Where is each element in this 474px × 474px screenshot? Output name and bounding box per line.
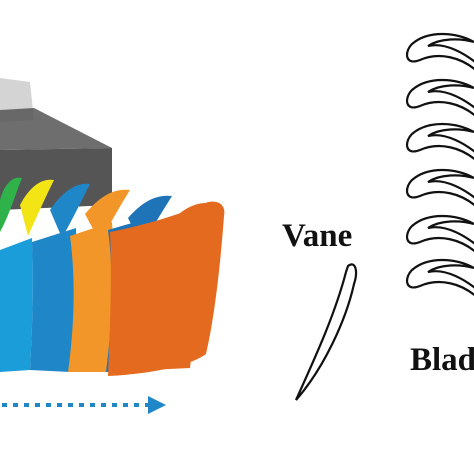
blade-profile-2 xyxy=(405,79,474,117)
flow-arrow-head xyxy=(148,396,166,414)
blade-profile-6 xyxy=(405,259,474,297)
vane-body-3 xyxy=(30,228,77,372)
cascade-3d xyxy=(0,78,225,414)
blade-profile-3 xyxy=(405,123,474,161)
vane-tip-2 xyxy=(20,179,54,236)
vane-body-4 xyxy=(68,222,114,372)
housing-top xyxy=(0,108,112,150)
vane-label: Vane xyxy=(282,218,352,254)
blade-profile-4 xyxy=(405,169,474,207)
blade-profile-5 xyxy=(405,215,474,253)
flow-arrow-icon xyxy=(2,396,166,414)
blade-profile-1 xyxy=(405,33,474,71)
vane-tip-1 xyxy=(0,177,22,232)
blade-profiles xyxy=(405,33,474,297)
vane-bodies xyxy=(0,201,225,376)
blade-label: Blad xyxy=(410,342,474,378)
vane-profile xyxy=(294,263,358,401)
vane-profile-group: Vane xyxy=(282,218,358,401)
vane-body-last xyxy=(108,201,225,376)
vane-body-1 xyxy=(0,238,33,372)
vane-tip-3 xyxy=(50,183,90,238)
